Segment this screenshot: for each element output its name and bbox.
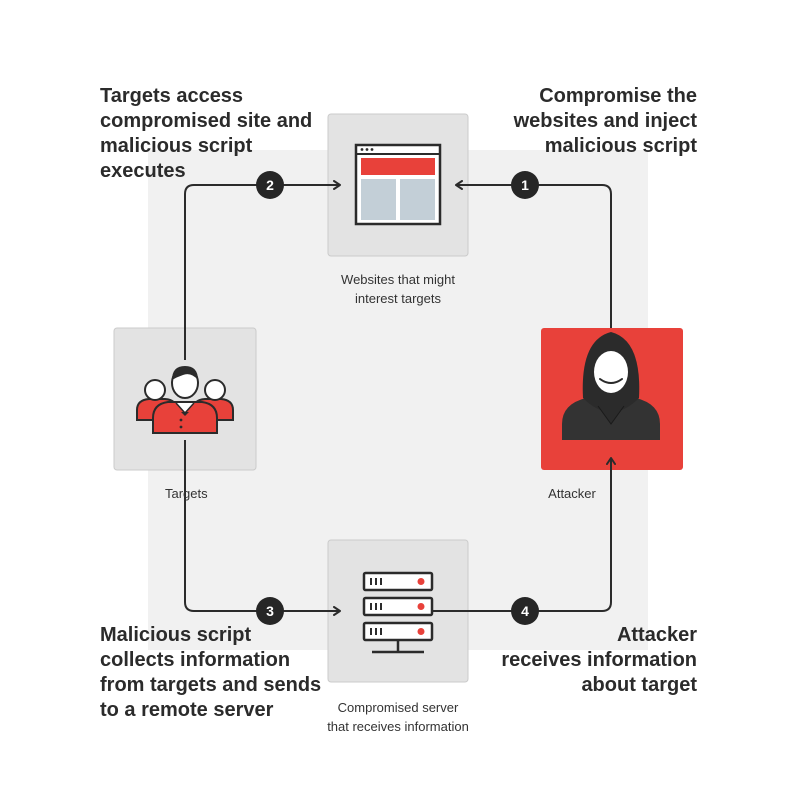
step-1-badge bbox=[511, 171, 539, 199]
group-of-people-icon bbox=[136, 366, 234, 434]
arrow-targets-to-server bbox=[184, 440, 341, 616]
websites-label-line: interest targets bbox=[355, 291, 441, 306]
step-1-line: malicious script bbox=[544, 135, 697, 157]
step-1-line: websites and inject bbox=[513, 110, 697, 132]
targets-label-line: Targets bbox=[165, 486, 208, 501]
server-label-line: Compromised server bbox=[337, 700, 459, 715]
step-4-line: Attacker bbox=[616, 624, 697, 646]
step-2-line: executes bbox=[100, 160, 186, 182]
step-4-description: Attacker receives information about targ… bbox=[501, 623, 697, 698]
step-2-line: Targets access bbox=[100, 85, 244, 107]
connector-lines bbox=[184, 180, 616, 616]
step-2-description: Targets access compromised site and mali… bbox=[100, 84, 312, 184]
step-2-line: malicious script bbox=[100, 135, 253, 157]
step-3-number: 3 bbox=[266, 603, 274, 619]
websites-label: Websites that might interest targets bbox=[298, 270, 498, 308]
arrow-server-to-attacker bbox=[432, 457, 616, 612]
step-3-description: Malicious script collects information fr… bbox=[100, 623, 321, 723]
step-2-line: compromised site and bbox=[100, 110, 313, 132]
step-2-badge bbox=[256, 171, 284, 199]
step-3-line: from targets and sends bbox=[100, 674, 322, 696]
attacker-label-line: Attacker bbox=[548, 486, 596, 501]
step-3-line: Malicious script bbox=[100, 624, 252, 646]
hooded-attacker-icon bbox=[562, 332, 660, 440]
websites-node bbox=[327, 113, 469, 257]
step-3-badge bbox=[256, 597, 284, 625]
attacker-label: Attacker bbox=[512, 484, 632, 503]
step-badges: 1 2 3 4 bbox=[256, 171, 539, 625]
step-4-number: 4 bbox=[521, 603, 529, 619]
step-1-number: 1 bbox=[521, 177, 529, 193]
step-2-number: 2 bbox=[266, 177, 274, 193]
step-4-badge bbox=[511, 597, 539, 625]
browser-window-icon bbox=[354, 143, 442, 226]
arrow-targets-to-websites bbox=[184, 180, 341, 360]
targets-label: Targets bbox=[165, 484, 295, 503]
step-3-line: collects information bbox=[100, 649, 291, 671]
websites-label-line: Websites that might bbox=[341, 272, 455, 287]
server-stack-icon bbox=[362, 571, 434, 654]
server-label: Compromised server that receives informa… bbox=[288, 698, 508, 736]
step-4-line: receives information bbox=[501, 649, 697, 671]
step-1-line: Compromise the bbox=[539, 85, 697, 107]
arrow-attacker-to-websites bbox=[455, 180, 612, 328]
server-label-line: that receives information bbox=[327, 719, 469, 734]
step-4-line: about target bbox=[581, 674, 697, 696]
step-1-description: Compromise the websites and inject malic… bbox=[514, 84, 697, 159]
step-3-line: to a remote server bbox=[100, 699, 274, 721]
